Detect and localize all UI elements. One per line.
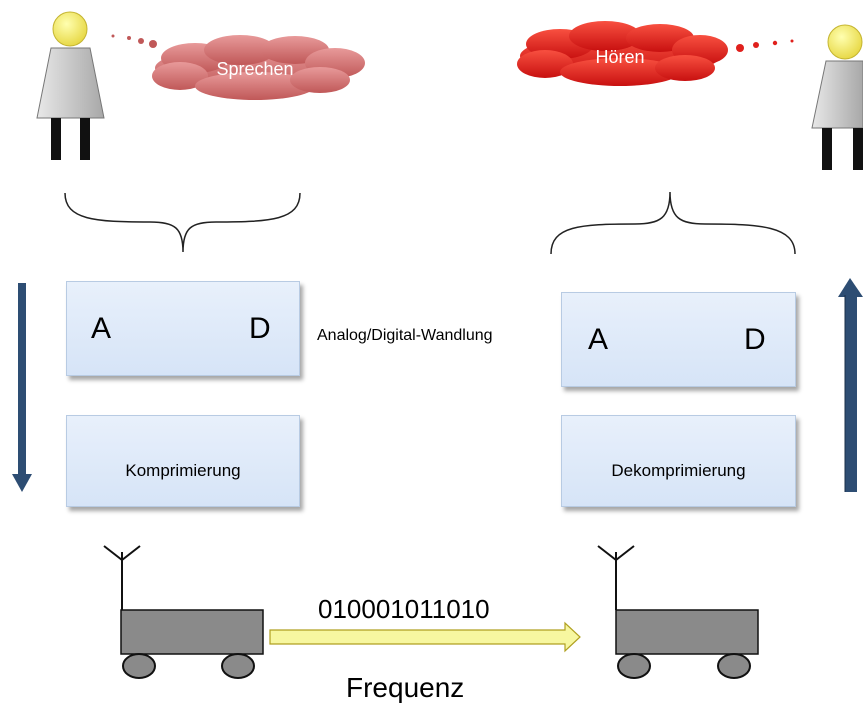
compression-box: Komprimierung xyxy=(66,415,300,507)
sender-brace-icon xyxy=(64,192,301,253)
compression-label: Komprimierung xyxy=(125,461,241,480)
sender-antenna-cart-icon xyxy=(103,545,264,679)
receiver-da-converter-box: A D xyxy=(561,292,796,387)
sender-analog-label: A xyxy=(91,312,112,345)
receiver-person-icon xyxy=(811,24,863,170)
receiver-brace-icon xyxy=(550,191,796,255)
speak-cloud-label: Sprechen xyxy=(216,59,294,79)
decompression-box: Dekomprimierung xyxy=(561,415,796,507)
thought-dots-right-icon xyxy=(736,39,794,52)
sender-down-arrow-icon xyxy=(12,283,32,492)
sender-digital-label: D xyxy=(249,312,271,345)
hear-cloud-label: Hören xyxy=(595,47,645,67)
receiver-analog-label: A xyxy=(588,323,609,356)
data-transfer-arrow-icon xyxy=(269,621,581,653)
conversion-label: Analog/Digital-Wandlung xyxy=(317,327,493,344)
bitstream-label: 010001011010 xyxy=(318,594,490,624)
receiver-antenna-cart-icon xyxy=(597,545,759,679)
thought-dots-left-icon xyxy=(111,34,157,48)
speak-cloud-icon xyxy=(152,35,365,100)
receiver-digital-label: D xyxy=(744,323,766,356)
decompression-label: Dekomprimierung xyxy=(611,461,746,480)
receiver-up-arrow-icon xyxy=(838,278,863,492)
frequency-label: Frequenz xyxy=(346,672,465,703)
sender-person-icon xyxy=(36,11,105,160)
hear-cloud-icon xyxy=(517,21,728,86)
sender-ad-converter-box: A D xyxy=(66,281,300,376)
